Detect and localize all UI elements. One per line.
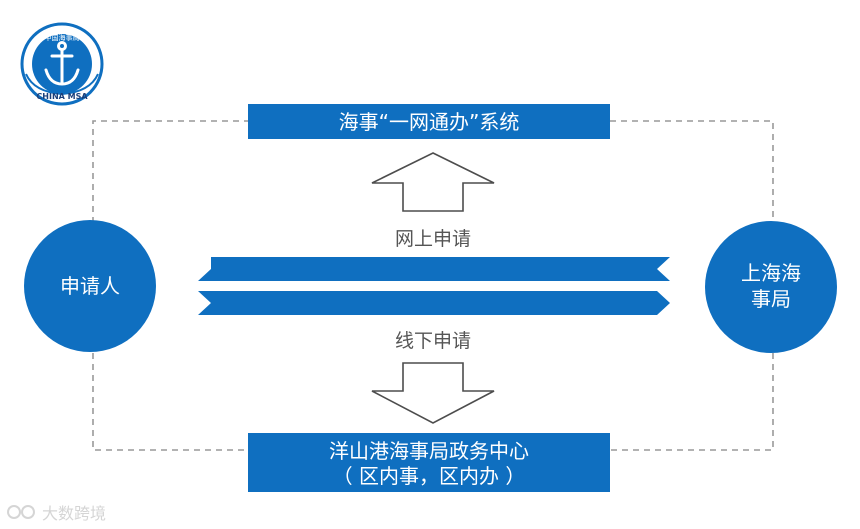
shanghai-msa-circle — [705, 221, 837, 353]
dashed-line-top-left — [92, 120, 250, 222]
system-box-label: 海事“一网通办”系统 — [339, 110, 520, 134]
anchor-icon — [44, 41, 80, 86]
shanghai-msa-label-line1: 上海海 — [741, 261, 801, 285]
left-band-arrow — [198, 257, 670, 281]
service-center-sublabel: （ 区内事，区内办 ） — [333, 464, 526, 488]
up-arrow — [371, 152, 495, 212]
watermark-logo-icon — [7, 505, 21, 519]
dashed-line-bottom-left — [92, 353, 250, 451]
system-box: 海事“一网通办”系统 — [248, 104, 610, 139]
service-center-box: 洋山港海事局政务中心 （ 区内事，区内办 ） — [248, 433, 610, 492]
down-arrow — [371, 362, 495, 424]
service-center-box-bg — [248, 433, 610, 492]
watermark-text: 大数跨境 — [42, 504, 106, 523]
applicant-circle — [24, 220, 156, 352]
shanghai-msa-label-line2: 事局 — [751, 287, 791, 311]
applicant-node: 申请人 — [24, 220, 156, 352]
system-box-bg — [248, 104, 610, 139]
shanghai-msa-node: 上海海 事局 — [705, 221, 837, 353]
dashed-line-top-right — [610, 120, 774, 222]
applicant-label: 申请人 — [60, 274, 120, 298]
online-apply-label: 网上申请 — [395, 228, 471, 250]
service-center-label: 洋山港海事局政务中心 — [329, 439, 529, 463]
logo-top-text: 中国海事局 — [45, 33, 80, 42]
logo-bottom-text: CHINA MSA — [36, 92, 88, 101]
china-msa-logo: 中国海事局 CHINA MSA — [20, 22, 104, 106]
logo-laurel — [25, 73, 99, 96]
right-band-arrow — [198, 291, 670, 315]
watermark: 大数跨境 — [7, 504, 106, 523]
dashed-line-bottom-right — [610, 353, 774, 451]
dashed-connector-frame — [92, 120, 774, 451]
offline-apply-label: 线下申请 — [395, 330, 471, 352]
